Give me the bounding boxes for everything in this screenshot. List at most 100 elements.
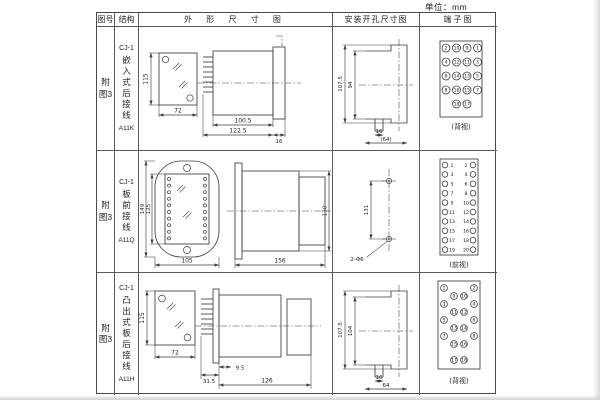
terminal-pin bbox=[441, 218, 449, 225]
model-row2: A11Q bbox=[118, 237, 135, 245]
terminal-number: 1 bbox=[451, 163, 454, 169]
terminal-pin bbox=[462, 43, 472, 53]
dim-label: 64 bbox=[383, 383, 390, 389]
terminal-dot bbox=[167, 229, 171, 234]
terminal-number: 17 bbox=[451, 358, 457, 364]
install-drawing-a11h: 107.5 104 16 64 bbox=[338, 285, 413, 391]
terminal-number: 15 bbox=[449, 229, 455, 235]
unit-label: 单位：mm bbox=[425, 2, 468, 12]
terminal-number: 14 bbox=[463, 219, 469, 225]
terminal-dot bbox=[203, 229, 207, 234]
terminal-caption: (背视) bbox=[451, 122, 471, 131]
terminal-pin bbox=[469, 180, 477, 187]
dim-label: 110 bbox=[323, 205, 329, 216]
terminal-pin bbox=[462, 85, 472, 95]
fig-no-row3: 附图3 bbox=[98, 322, 113, 344]
terminal-number: 4 bbox=[465, 172, 468, 178]
terminal-number: 11 bbox=[464, 60, 470, 66]
terminal-pin bbox=[470, 300, 478, 308]
install-cell-row2: 131 2-Φ6 bbox=[333, 151, 420, 273]
terminal-number: 5 bbox=[443, 318, 446, 324]
header-outline: 外 形 尺 寸 图 bbox=[139, 13, 333, 27]
terminal-number: 2 bbox=[445, 46, 448, 52]
terminal-number: 18 bbox=[454, 102, 460, 108]
terminal-dot bbox=[167, 210, 171, 214]
terminal-pin bbox=[441, 171, 449, 178]
terminal-pin bbox=[441, 43, 451, 53]
terminal-number: 7 bbox=[451, 191, 454, 197]
dim-label: 72 bbox=[171, 350, 179, 357]
terminal-number: 1 bbox=[476, 46, 479, 52]
terminal-dot bbox=[203, 196, 207, 201]
terminal-pin bbox=[469, 199, 477, 206]
terminal-pin bbox=[450, 324, 458, 332]
model-row3: A11H bbox=[118, 376, 135, 384]
terminal-pin bbox=[440, 332, 448, 340]
outline-drawing-a11q: 149 125 105 156 110 bbox=[140, 160, 331, 268]
terminal-pin bbox=[452, 85, 461, 95]
series-row2: CJ-1 bbox=[119, 178, 134, 186]
structure-row3: 凸出式板后接线 bbox=[122, 294, 131, 372]
terminal-pin bbox=[441, 57, 451, 67]
terminal-number: 12 bbox=[454, 60, 460, 66]
terminal-dot bbox=[203, 223, 207, 228]
dim-label: 72 bbox=[174, 108, 182, 115]
structure-cell-row2: CJ-1 板前接线 A11Q bbox=[115, 151, 139, 273]
dim-label: 107.5 bbox=[338, 76, 344, 92]
terminal-dot bbox=[167, 216, 171, 221]
terminal-dot bbox=[167, 223, 171, 228]
terminal-pin bbox=[473, 71, 482, 81]
terminal-number: 18 bbox=[463, 238, 469, 244]
terminal-number: 13 bbox=[451, 326, 457, 332]
dim-label: 104 bbox=[348, 325, 354, 336]
terminal-number: 13 bbox=[464, 74, 470, 80]
terminal-pin bbox=[460, 292, 468, 300]
structure-cell-row1: CJ-1 嵌入式后接线 A11K bbox=[115, 27, 139, 151]
terminal-number: 5 bbox=[476, 74, 479, 80]
terminal-dot bbox=[167, 177, 171, 181]
terminal-number: 18 bbox=[461, 358, 467, 364]
terminal-pin bbox=[469, 190, 477, 197]
dim-label: 9.5 bbox=[236, 366, 245, 372]
terminal-pin bbox=[450, 308, 458, 316]
dim-label: 100.5 bbox=[234, 118, 251, 125]
terminal-number: 4 bbox=[445, 60, 448, 66]
dim-label: 16 bbox=[276, 139, 283, 145]
terminal-number: 9 bbox=[453, 294, 456, 300]
dim-label: (64) bbox=[380, 137, 391, 143]
terminal-pin bbox=[450, 356, 458, 364]
fig-no-cell-row1: 附图3 bbox=[97, 27, 115, 151]
outline-cell-row2: 149 125 105 156 110 bbox=[139, 151, 333, 273]
terminal-number: 2 bbox=[473, 286, 476, 292]
dim-label: 115 bbox=[139, 312, 146, 324]
terminal-number: 9 bbox=[451, 200, 454, 206]
dim-label: 94 bbox=[348, 81, 354, 88]
terminal-number: 3 bbox=[451, 172, 454, 178]
terminal-pin bbox=[470, 316, 478, 324]
terminal-pin bbox=[441, 180, 449, 187]
terminal-number: 15 bbox=[464, 88, 470, 94]
dim-label: 31.5 bbox=[203, 379, 216, 385]
terminal-number: 19 bbox=[449, 247, 455, 253]
terminal-pin bbox=[441, 227, 449, 234]
series-row1: CJ-1 bbox=[119, 44, 134, 52]
terminal-number: 7 bbox=[476, 88, 479, 94]
terminal-number: 6 bbox=[473, 318, 476, 324]
terminal-caption: (前视) bbox=[449, 260, 469, 269]
terminal-number: 6 bbox=[445, 74, 448, 80]
terminal-number: 20 bbox=[463, 247, 469, 253]
fig-no-row2: 附图3 bbox=[98, 200, 113, 222]
structure-cell-row3: CJ-1 凸出式板后接线 A11H bbox=[115, 273, 139, 395]
terminal-caption: (背视) bbox=[449, 376, 469, 385]
terminal-pin bbox=[450, 340, 458, 348]
install-drawing-a11k: 107.5 94 16 (64) bbox=[338, 39, 413, 145]
terminal-pin bbox=[462, 71, 472, 81]
terminal-pin bbox=[460, 340, 468, 348]
terminal-pin bbox=[450, 292, 458, 300]
terminal-pin bbox=[440, 284, 448, 292]
header-terminal: 端子图 bbox=[420, 13, 497, 27]
terminal-number: 1 bbox=[443, 286, 446, 292]
terminal-dot bbox=[203, 236, 207, 241]
terminal-number: 17 bbox=[449, 238, 455, 244]
header-install: 安装开孔尺寸图 bbox=[333, 13, 420, 27]
